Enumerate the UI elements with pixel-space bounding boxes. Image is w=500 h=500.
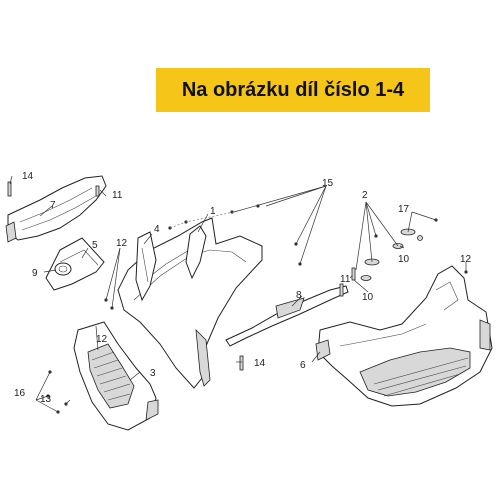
- label-16: 16: [14, 388, 26, 399]
- label-5: 5: [92, 240, 98, 251]
- label-3: 3: [150, 368, 156, 379]
- label-12-right: 12: [460, 254, 472, 265]
- label-12-bottom: 12: [96, 334, 108, 345]
- label-4: 4: [154, 224, 160, 235]
- label-11-right: 11: [340, 274, 351, 285]
- label-14-top: 14: [22, 171, 34, 182]
- part-10-clips: [360, 228, 423, 281]
- label-11-left: 11: [112, 190, 123, 201]
- part-6-floor-cover: [315, 265, 493, 407]
- label-6: 6: [300, 360, 306, 371]
- leader-lines: [9, 175, 467, 413]
- label-12-left: 12: [116, 238, 128, 249]
- screws: [7, 181, 356, 371]
- label-13: 13: [40, 394, 52, 405]
- label-14-bottom: 14: [254, 358, 266, 369]
- label-15: 15: [322, 178, 334, 189]
- part-labels: 14 11 7 1 4 5 12 9 15 2 17 10 12 11 10 8…: [14, 171, 472, 405]
- title-text: Na obrázku díl číslo 1-4: [181, 78, 405, 101]
- label-10-right: 10: [398, 254, 410, 265]
- title-banner: Na obrázku díl číslo 1-4: [156, 68, 430, 112]
- part-5-small-panel: [45, 237, 105, 291]
- part-4-center-spoiler: [135, 225, 207, 302]
- part-9-grommet: [54, 262, 72, 276]
- label-2: 2: [362, 190, 368, 201]
- label-17: 17: [398, 204, 410, 215]
- part-3-lower-grille: [73, 321, 159, 431]
- label-7: 7: [50, 200, 56, 211]
- label-10-mid: 10: [362, 292, 374, 303]
- fastener-dots: [46, 204, 468, 414]
- part-7-inner-panel: [5, 175, 107, 243]
- part-8-side-strip: [225, 285, 349, 347]
- label-1: 1: [210, 206, 216, 217]
- label-9: 9: [32, 268, 38, 279]
- label-8: 8: [296, 290, 302, 301]
